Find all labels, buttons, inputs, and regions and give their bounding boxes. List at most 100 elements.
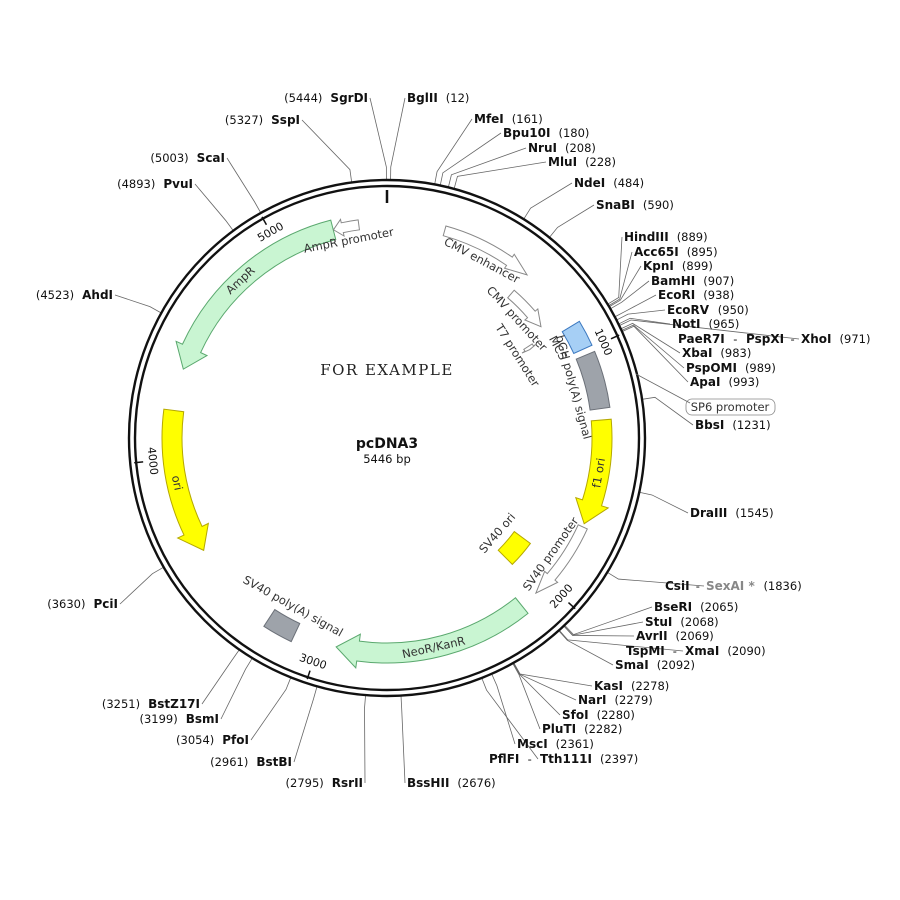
site-pspxi: PspXI <box>746 332 784 346</box>
site-position: (228) <box>585 155 616 169</box>
site-position: (180) <box>558 126 589 140</box>
site-position: (12) <box>446 91 470 105</box>
site-bstz17i: BstZ17I(3251) <box>102 697 200 711</box>
plasmid-backbone <box>127 178 647 698</box>
site-leader <box>558 630 614 666</box>
site-position: (965) <box>709 317 740 331</box>
site-draiii: DraIII(1545) <box>690 506 774 520</box>
feature-shape <box>521 343 537 354</box>
site-position: (3251) <box>102 697 140 711</box>
feature-f1-ori: f1 ori <box>575 418 613 525</box>
plasmid-name: pcDNA3 <box>356 436 418 452</box>
site-leader <box>194 183 234 231</box>
site-name: PaeR7I <box>678 332 725 346</box>
site-name: KpnI <box>643 259 674 273</box>
site-name: BsmI <box>186 712 219 726</box>
site-acc65i: Acc65I(895) <box>634 245 718 259</box>
site-name: Bpu10I <box>503 126 550 140</box>
site-position: (2280) <box>597 708 635 722</box>
site-name: SnaBI <box>596 198 635 212</box>
site-bbsi: BbsI (1231) <box>695 418 771 432</box>
site-position: (2065) <box>700 600 738 614</box>
site-position: (2279) <box>615 693 653 707</box>
site-apai: ApaI(993) <box>690 375 759 389</box>
site-leader <box>390 97 406 181</box>
site-pcii: PciI(3630) <box>47 597 118 611</box>
feature-shape <box>442 225 529 276</box>
scale-tick-label: 4000 <box>145 446 161 475</box>
site-xmai: XmaI (2090) <box>685 644 766 658</box>
site-separator: - <box>733 332 737 346</box>
site-position: (2961) <box>210 755 248 769</box>
site-ecorv: EcoRV(950) <box>667 303 749 317</box>
site-name: BstBI <box>256 755 292 769</box>
site-position: (2361) <box>556 737 594 751</box>
site-name: NarI <box>578 693 607 707</box>
site-name: SmaI <box>615 658 649 672</box>
site-name: NdeI <box>574 176 605 190</box>
site-leader <box>400 695 406 784</box>
site-position: (4523) <box>36 288 74 302</box>
site-leader <box>201 649 240 705</box>
site-name: DraIII <box>690 506 727 520</box>
sp6-promoter-box <box>685 398 776 416</box>
site-mlui: MluI(228) <box>548 155 616 169</box>
site-position: (1231) <box>732 418 770 432</box>
site-leader <box>608 265 642 308</box>
site-leader <box>512 663 541 730</box>
site-leader <box>447 147 527 188</box>
site-position: (2090) <box>727 644 765 658</box>
site-leader <box>250 677 292 741</box>
site-name: AhdI <box>82 288 113 302</box>
site-position: (484) <box>613 176 644 190</box>
site-position: (899) <box>682 259 713 273</box>
site-position: (5327) <box>225 113 263 127</box>
site-bstbi: BstBI (2961) <box>210 755 292 769</box>
site-sgrdi: SgrDI(5444) <box>284 91 368 105</box>
scale-tick <box>134 461 144 464</box>
site-name: HindIII <box>624 230 669 244</box>
site-nari: NarI (2279) <box>578 693 653 707</box>
site-leader <box>616 309 666 321</box>
feature-shape <box>534 524 588 595</box>
scale-tick-label: 3000 <box>298 651 329 672</box>
site-name: BbsI <box>695 418 724 432</box>
site-separator: - <box>790 332 794 346</box>
scale-tick <box>610 334 620 340</box>
site-position: (971) <box>840 332 871 346</box>
site-sfoi: SfoI(2280) <box>562 708 635 722</box>
site-xbai: XbaI(983) <box>682 346 751 360</box>
site-name: ApaI <box>690 375 720 389</box>
site-leader-lines <box>114 97 800 784</box>
site-leader <box>607 236 623 305</box>
scale-tick <box>567 602 576 610</box>
site-name: XmaI <box>685 644 719 658</box>
site-xhoi: XhoI(971) <box>801 332 870 346</box>
site-leader <box>639 491 689 514</box>
site-separator: - <box>528 752 532 766</box>
site-scai: ScaI(5003) <box>150 151 225 165</box>
site-name: NotI <box>672 317 701 331</box>
scale-tick <box>306 670 311 680</box>
site-pfoi: PfoI(3054) <box>176 733 249 747</box>
site-name: PluTI <box>542 722 576 736</box>
site-leader <box>608 251 633 307</box>
site-stui: StuI(2068) <box>645 615 719 629</box>
site-position: (938) <box>703 288 734 302</box>
site-name: SexAI * <box>706 579 755 593</box>
site-nrui: NruI(208) <box>528 141 596 155</box>
site-position: (5003) <box>150 151 188 165</box>
feature-shape <box>263 608 301 643</box>
site-leader <box>481 677 539 760</box>
feature-shape <box>506 289 542 328</box>
site-position: (2795) <box>286 776 324 790</box>
site-position: (889) <box>677 230 708 244</box>
site-name: AvrII <box>636 629 668 643</box>
site-name: KasI <box>594 679 623 693</box>
site-leader <box>364 695 366 784</box>
site-name: PspOMI <box>686 361 737 375</box>
site-name: PciI <box>94 597 119 611</box>
site-name: EcoRI <box>658 288 695 302</box>
site-leader <box>293 686 318 763</box>
site-noti: NotI (965) <box>672 317 739 331</box>
